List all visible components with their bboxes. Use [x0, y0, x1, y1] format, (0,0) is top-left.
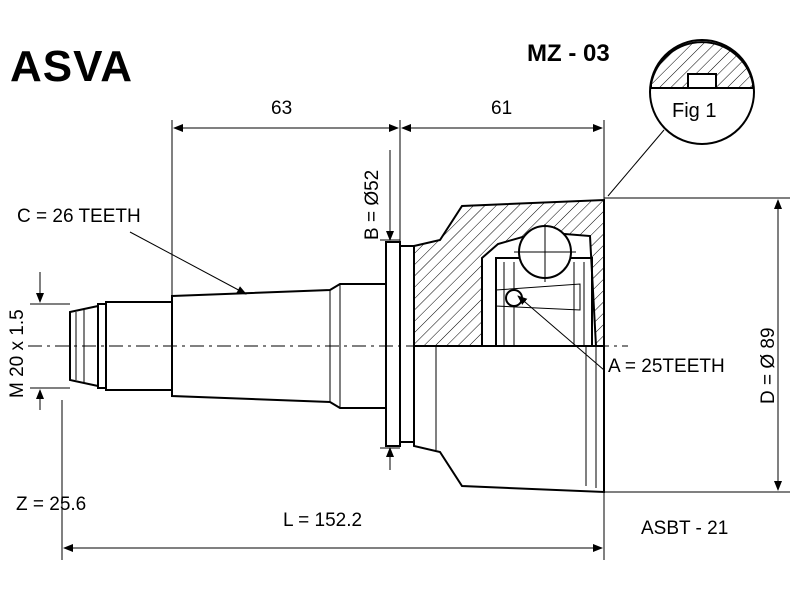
dim-63-label: 63 [271, 98, 293, 119]
leader-c [129, 231, 247, 295]
dim-l [61, 400, 605, 560]
fig-detail [649, 39, 755, 145]
leader-a [517, 295, 605, 371]
thread-m-label: M 20 x 1.5 [7, 309, 28, 398]
ref-code-label: ASBT - 21 [641, 518, 729, 539]
bore-b-label: B = Ø52 [362, 169, 383, 240]
brand-logo: ASVA [10, 42, 133, 91]
spline-a-label: A = 25TEETH [608, 356, 725, 377]
total-l-label: L = 152.2 [283, 510, 363, 531]
dim-m [30, 272, 70, 410]
diam-d-label: D = Ø 89 [758, 327, 779, 404]
fig-leader [607, 129, 665, 197]
fig-label: Fig 1 [672, 100, 717, 122]
dim-b [380, 150, 400, 470]
z-value-label: Z = 25.6 [16, 494, 87, 515]
dim-d [604, 197, 790, 493]
threaded-stub [69, 301, 173, 391]
dim-61-label: 61 [491, 98, 513, 119]
flange [385, 241, 415, 447]
part-code: MZ - 03 [527, 40, 610, 67]
spline-c-label: C = 26 TEETH [17, 206, 141, 227]
dim-top [171, 120, 605, 300]
